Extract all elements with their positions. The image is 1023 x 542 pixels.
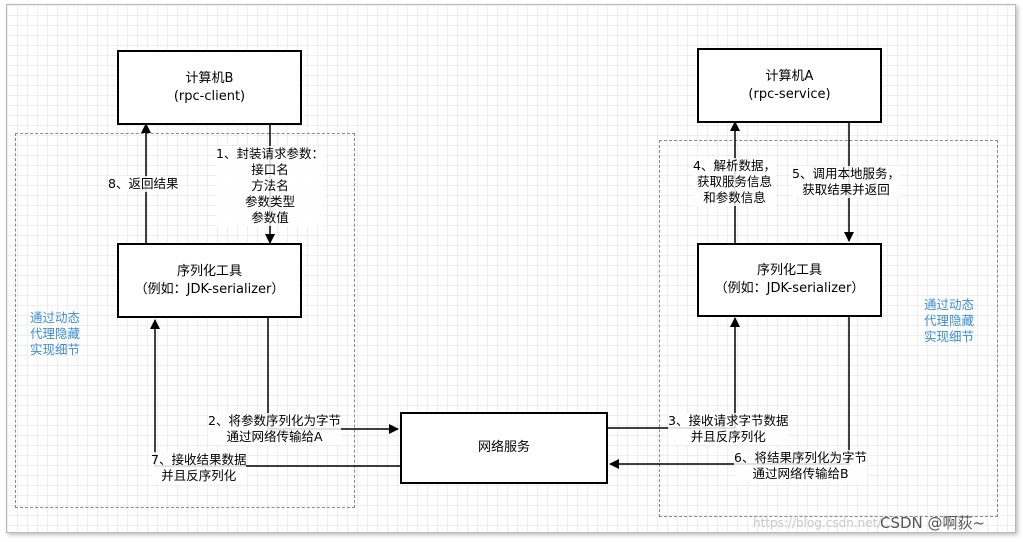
step6-line: 6、将结果序列化为字节	[734, 450, 867, 465]
step1-label: 1、封装请求参数： 接口名 方法名 参数类型 参数值	[216, 146, 324, 226]
network-service-title: 网络服务	[477, 440, 530, 455]
proxy-region-left	[15, 133, 355, 508]
step4-line: 获取服务信息	[696, 174, 772, 189]
watermark-brand: CSDN @啊荻~	[880, 514, 986, 532]
step5-label: 5、调用本地服务， 获取结果并返回	[792, 166, 900, 198]
serializer-right-subtitle: （例如：JDK-serializer）	[714, 281, 865, 296]
proxy-note-left: 通过动态 代理隐藏 实现细节	[30, 310, 80, 358]
step8-label: 8、返回结果	[108, 176, 179, 192]
proxy-note-line: 实现细节	[924, 329, 975, 344]
step4-line: 和参数信息	[703, 190, 766, 205]
watermark-url: https://blog.csdn.net/...	[753, 516, 893, 530]
step2-line: 通过网络传输给A	[226, 429, 323, 444]
step7-line: 并且反序列化	[161, 468, 237, 483]
step2-label: 2、将参数序列化为字节 通过网络传输给A	[208, 413, 341, 445]
serializer-right-box: 序列化工具 （例如：JDK-serializer）	[697, 243, 882, 317]
computer-b-subtitle: (rpc-client)	[173, 88, 246, 104]
step3-line: 并且反序列化	[690, 429, 766, 444]
computer-b-box: 计算机B (rpc-client)	[117, 50, 302, 125]
step2-line: 2、将参数序列化为字节	[208, 413, 341, 428]
proxy-note-line: 通过动态	[30, 310, 81, 325]
proxy-note-line: 实现细节	[30, 342, 81, 357]
step1-line: 方法名	[251, 178, 289, 193]
step5-line: 5、调用本地服务，	[792, 166, 900, 181]
step3-label: 3、接收请求字节数据 并且反序列化	[668, 413, 789, 445]
step7-label: 7、接收结果数据 并且反序列化	[151, 452, 247, 484]
network-service-box: 网络服务	[400, 412, 608, 484]
serializer-left-subtitle: （例如：JDK-serializer）	[134, 281, 285, 297]
proxy-note-line: 代理隐藏	[924, 313, 975, 328]
proxy-note-line: 通过动态	[924, 297, 975, 312]
computer-a-box: 计算机A (rpc-service)	[697, 48, 882, 123]
step7-line: 7、接收结果数据	[151, 452, 247, 467]
computer-b-title: 计算机B	[185, 70, 234, 86]
step1-line: 参数值	[251, 210, 289, 225]
step4-label: 4、解析数据， 获取服务信息 和参数信息	[693, 158, 776, 206]
arrow-step3	[608, 317, 740, 429]
step8-line: 8、返回结果	[108, 176, 179, 191]
step5-line: 获取结果并返回	[802, 182, 890, 197]
step3-line: 3、接收请求字节数据	[668, 413, 789, 428]
step4-line: 4、解析数据，	[693, 158, 776, 173]
step1-line: 1、封装请求参数：	[216, 146, 324, 161]
proxy-note-right: 通过动态 代理隐藏 实现细节	[924, 297, 974, 345]
step1-line: 接口名	[251, 162, 289, 177]
proxy-region-right	[659, 140, 998, 517]
computer-a-subtitle: (rpc-service)	[748, 86, 831, 102]
serializer-right-title: 序列化工具	[756, 263, 822, 278]
step6-label: 6、将结果序列化为字节 通过网络传输给B	[734, 450, 867, 482]
step1-line: 参数类型	[244, 194, 295, 209]
serializer-left-title: 序列化工具	[176, 263, 242, 279]
serializer-left-box: 序列化工具 （例如：JDK-serializer）	[117, 243, 302, 318]
step6-line: 通过网络传输给B	[752, 466, 849, 481]
computer-a-title: 计算机A	[765, 68, 814, 84]
proxy-note-line: 代理隐藏	[30, 326, 81, 341]
